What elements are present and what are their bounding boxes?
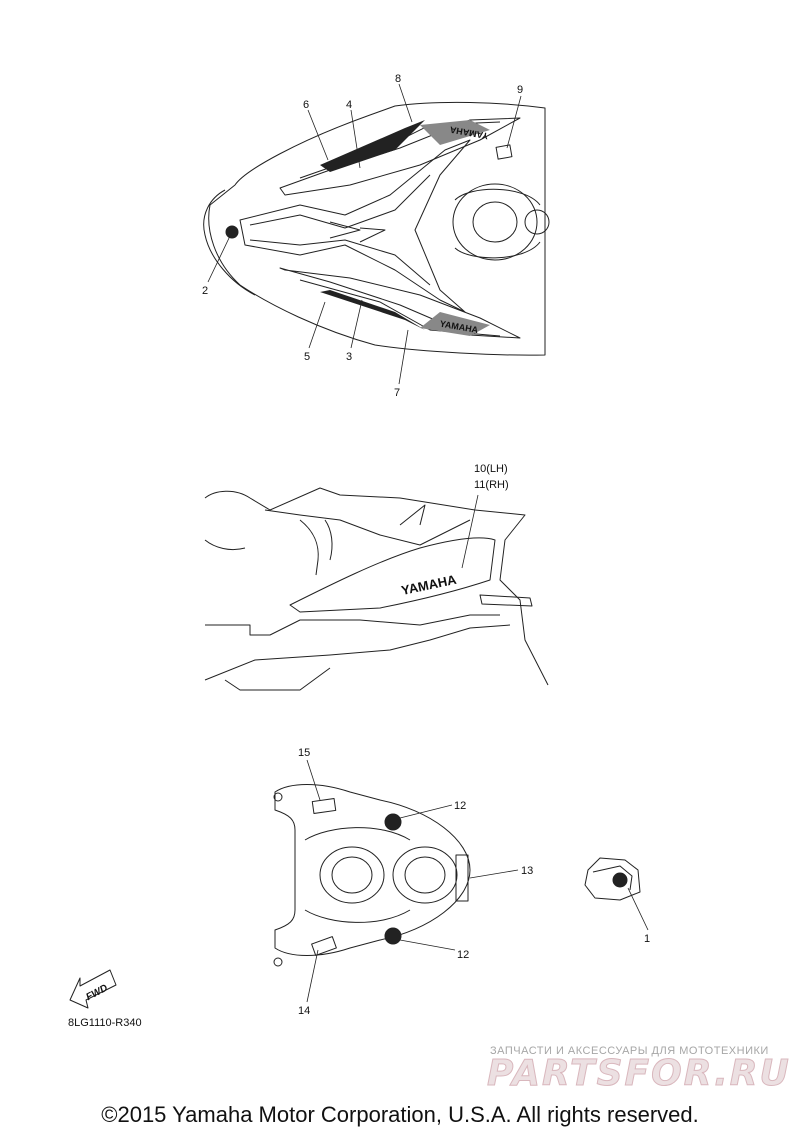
callout-1: 1 <box>644 933 650 945</box>
side-body-view <box>204 487 549 691</box>
callout-4: 4 <box>346 99 352 111</box>
callout-13: 13 <box>521 865 533 877</box>
yamaha-side-decal: YAMAHA <box>400 572 458 598</box>
callout-12-lower: 12 <box>457 949 469 961</box>
fwd-arrow <box>69 969 117 1009</box>
callout-6: 6 <box>303 99 309 111</box>
top-deck-view <box>203 101 550 356</box>
key-fob-part <box>584 857 641 901</box>
watermark-tagline: ЗАПЧАСТИ И АКСЕССУАРЫ ДЛЯ МОТОТЕХНИКИ <box>490 1045 769 1057</box>
callout-8: 8 <box>395 73 401 85</box>
bottom-deck-view <box>273 784 471 967</box>
callout-11: 11(RH) <box>474 479 509 491</box>
callout-7: 7 <box>394 387 400 399</box>
callout-12-upper: 12 <box>454 800 466 812</box>
leader-lines <box>207 83 649 1003</box>
callout-10: 10(LH) <box>474 463 508 475</box>
callout-14: 14 <box>298 1005 310 1017</box>
callout-3: 3 <box>346 351 352 363</box>
diagram-reference-code: 8LG1110-R340 <box>68 1017 142 1029</box>
callout-15: 15 <box>298 747 310 759</box>
callout-5: 5 <box>304 351 310 363</box>
copyright-notice: ©2015 Yamaha Motor Corporation, U.S.A. A… <box>101 1102 699 1127</box>
watermark-logo: PARTSFOR.RU <box>487 1053 791 1095</box>
callout-9: 9 <box>517 84 523 96</box>
callout-2: 2 <box>202 285 208 297</box>
